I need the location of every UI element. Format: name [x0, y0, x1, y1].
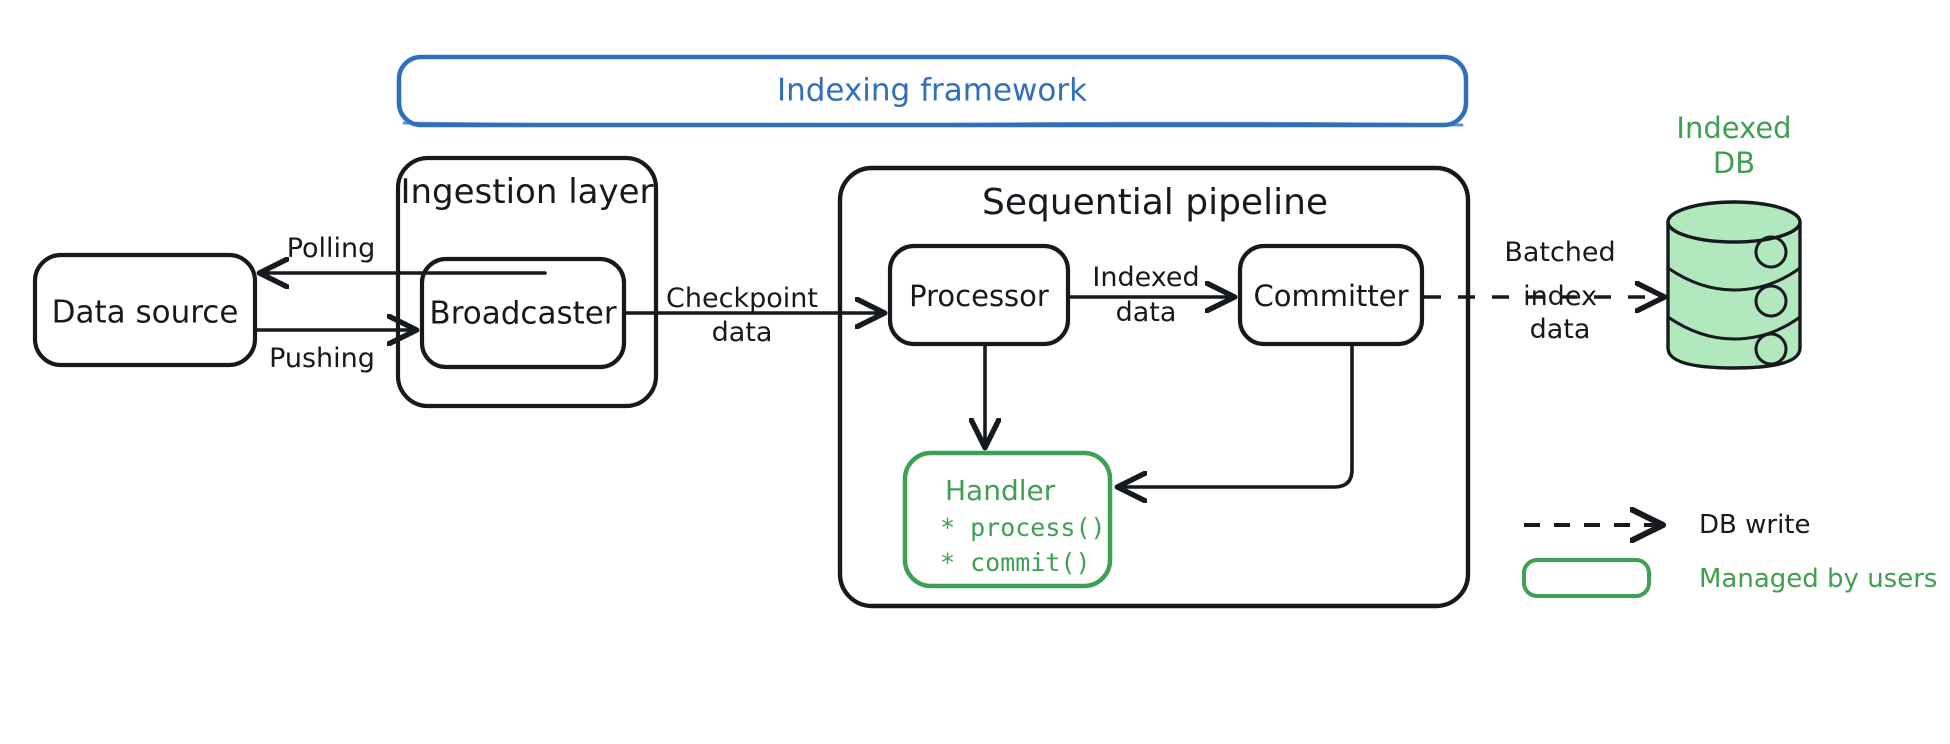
committer-node — [1237, 243, 1425, 347]
ingestion-layer-container — [395, 155, 659, 409]
edge-committer-to-handler — [1120, 342, 1354, 487]
indexing-framework-box — [396, 54, 1469, 128]
indexed-db-cylinder — [1666, 200, 1802, 370]
legend-managed-by-users-symbol — [1522, 558, 1651, 598]
sequential-pipeline-container — [837, 165, 1471, 609]
handler-node — [902, 450, 1113, 589]
broadcaster-node — [419, 256, 627, 370]
processor-node — [887, 243, 1071, 347]
data-source-node — [32, 252, 258, 368]
